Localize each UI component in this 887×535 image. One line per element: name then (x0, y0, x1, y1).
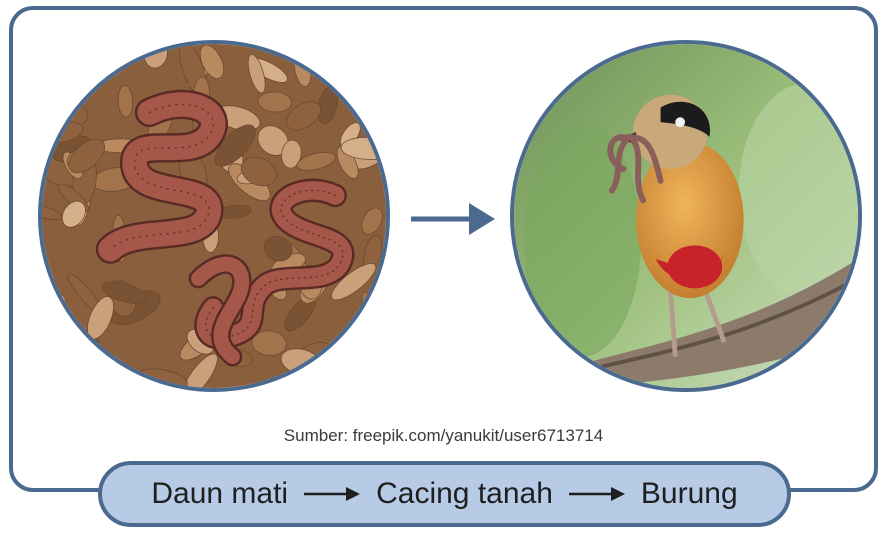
dead-leaves-illustration (42, 44, 386, 388)
food-chain-bar: Daun mati Cacing tanah Burung (98, 461, 791, 527)
dead-leaves-worms-image (38, 40, 390, 392)
arrow-right-icon (302, 484, 362, 504)
chain-item-bird: Burung (641, 477, 738, 511)
image-source-credit: Sumber: freepik.com/yanukit/user6713714 (0, 426, 887, 446)
bird-with-worms-image (510, 40, 862, 392)
bird-illustration (514, 44, 858, 388)
chain-item-earthworm: Cacing tanah (376, 477, 553, 511)
chain-item-dead-leaves: Daun mati (151, 477, 288, 511)
arrow-right-icon (567, 484, 627, 504)
arrow-right-icon (407, 197, 497, 241)
